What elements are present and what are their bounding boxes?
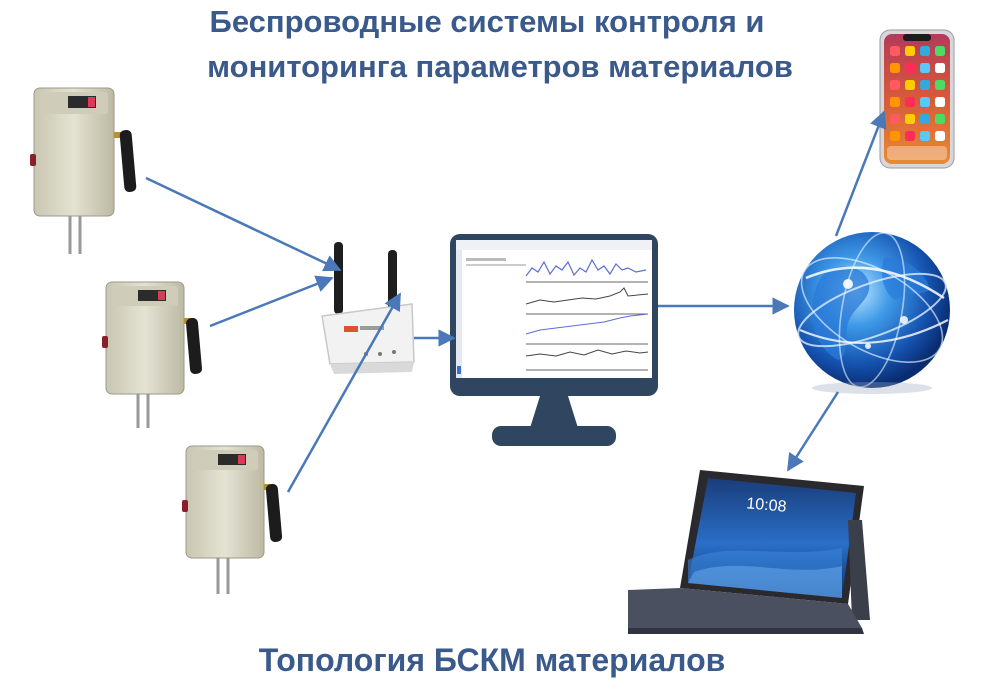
wireless-sensor-icon — [30, 87, 137, 254]
wireless-sensor-icon — [102, 281, 203, 428]
app-icon — [920, 131, 930, 141]
app-icon — [935, 80, 945, 90]
app-icon — [935, 63, 945, 73]
arrow-globe-to-phone — [834, 110, 887, 237]
arrow-sensor3-to-router — [286, 292, 402, 493]
tablet-icon: 10:08 — [628, 470, 870, 634]
app-icon — [935, 97, 945, 107]
wifi-router-icon — [321, 242, 415, 374]
page-title-line-1: Беспроводные системы контроля и — [209, 4, 765, 39]
app-icon — [890, 46, 900, 56]
app-icon — [935, 46, 945, 56]
app-icon — [905, 46, 915, 56]
smartphone-icon — [879, 29, 955, 169]
app-icon — [920, 46, 930, 56]
app-icon — [890, 131, 900, 141]
connection-arrows — [145, 110, 887, 493]
app-icon — [905, 80, 915, 90]
phone-dock — [887, 146, 947, 160]
arrow-sensor2-to-router — [209, 275, 334, 328]
app-icon — [920, 80, 930, 90]
app-icon — [890, 63, 900, 73]
wireless-sensor-icon — [182, 445, 283, 594]
tablet-clock: 10:08 — [746, 495, 787, 515]
app-icon — [920, 63, 930, 73]
app-icon — [920, 97, 930, 107]
globe-icon — [794, 232, 950, 394]
arrow-globe-to-tablet — [786, 391, 840, 472]
monitor-icon — [450, 234, 658, 446]
app-icon — [890, 80, 900, 90]
page-title-line-2: мониторинга параметров материалов — [207, 49, 793, 84]
app-icon — [920, 114, 930, 124]
footer-caption: Топология БСКМ материалов — [258, 642, 726, 678]
app-icon — [890, 97, 900, 107]
app-icon — [935, 131, 945, 141]
app-icon — [905, 63, 915, 73]
app-icon — [905, 114, 915, 124]
app-icon — [935, 114, 945, 124]
app-icon — [905, 131, 915, 141]
app-icon — [905, 97, 915, 107]
arrow-sensor1-to-router — [145, 176, 342, 272]
app-icon — [890, 114, 900, 124]
